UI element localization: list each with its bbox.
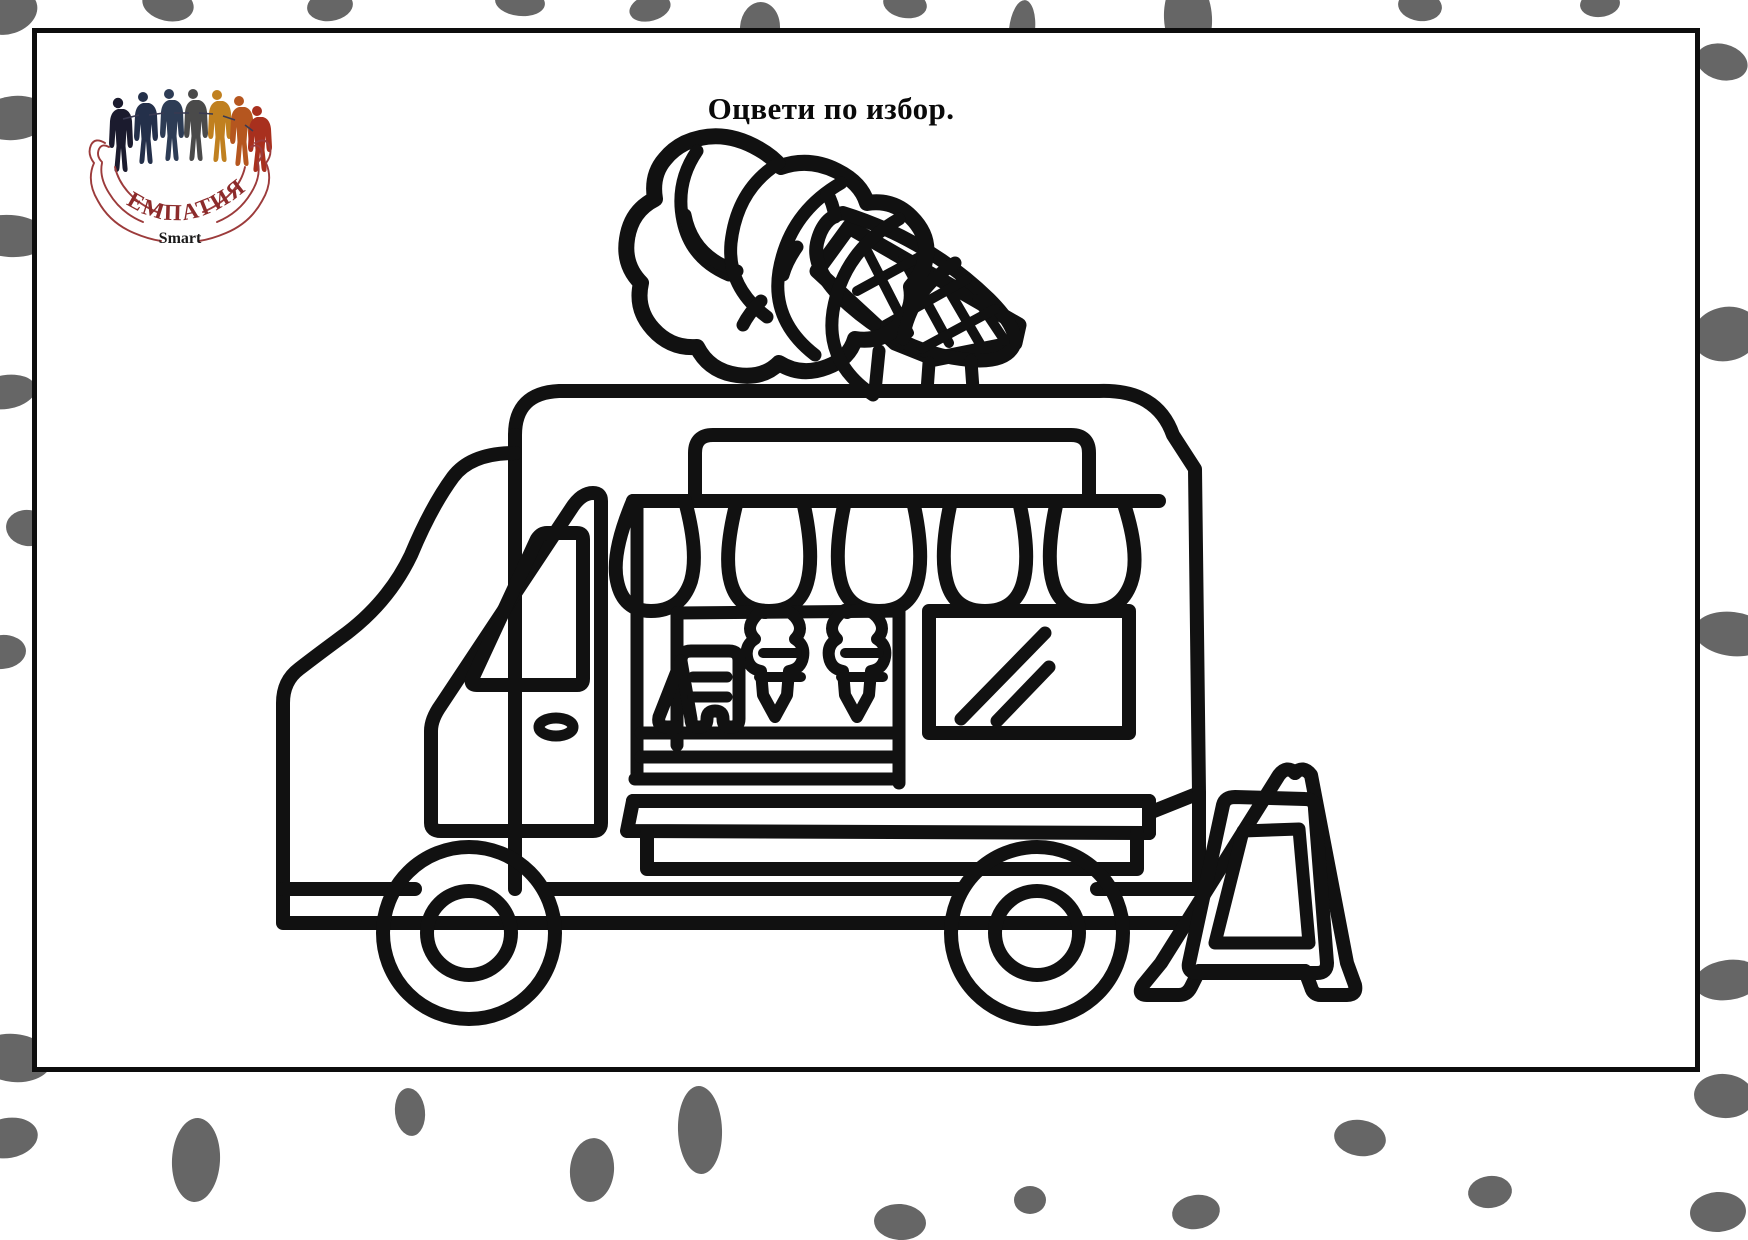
service-window — [620, 494, 1156, 876]
cab-door — [424, 486, 608, 838]
roof-ice-cream-cone — [618, 128, 1027, 402]
background-dot — [305, 0, 355, 25]
logo-joined-hands-line — [122, 112, 254, 132]
background-dot — [1688, 1190, 1748, 1234]
truck-body — [276, 383, 1206, 930]
background-dot — [626, 0, 674, 26]
door-handle — [533, 712, 579, 742]
logo-people-figures — [109, 89, 272, 172]
side-window — [922, 604, 1136, 740]
cab-window — [464, 526, 590, 692]
front-wheel — [376, 840, 562, 1026]
display-cones — [740, 603, 892, 723]
background-dot — [139, 0, 197, 27]
background-dot — [0, 1113, 42, 1163]
logo-brand-label: ЕМПАТИЯ — [123, 173, 249, 225]
rear-wheel — [944, 840, 1130, 1026]
background-dot — [567, 1136, 617, 1204]
background-dot — [493, 0, 547, 19]
background-dot — [392, 1086, 428, 1138]
background-dot — [880, 0, 930, 22]
svg-text:ЕМПАТИЯ: ЕМПАТИЯ — [123, 173, 251, 225]
background-dot — [1169, 1191, 1223, 1233]
a-frame-sign — [1133, 762, 1363, 1002]
awning — [608, 428, 1166, 618]
background-dot — [1692, 1071, 1748, 1121]
background-dot — [1014, 1186, 1046, 1214]
background-dot — [1331, 1116, 1389, 1160]
background-dot — [0, 632, 28, 672]
worksheet-sheet: Оцвети по избор. — [32, 28, 1700, 1072]
background-dot — [676, 1085, 724, 1175]
logo-brand-text: ЕМПАТИЯ — [123, 173, 251, 225]
display-cone-right — [822, 603, 892, 723]
logo-tagline: Smart — [159, 230, 202, 247]
display-cone-left — [740, 603, 810, 723]
background-dot — [1396, 0, 1444, 24]
logo-hands — [88, 139, 272, 242]
ice-cream-truck-illustration — [276, 128, 1363, 1026]
background-dot — [872, 1202, 928, 1240]
napkin-holder — [652, 644, 746, 734]
background-dot — [169, 1116, 223, 1204]
empatia-smart-logo: ЕМПАТИЯ Smart — [88, 89, 272, 247]
background-dot — [1466, 1173, 1514, 1211]
background-dot — [1578, 0, 1622, 20]
